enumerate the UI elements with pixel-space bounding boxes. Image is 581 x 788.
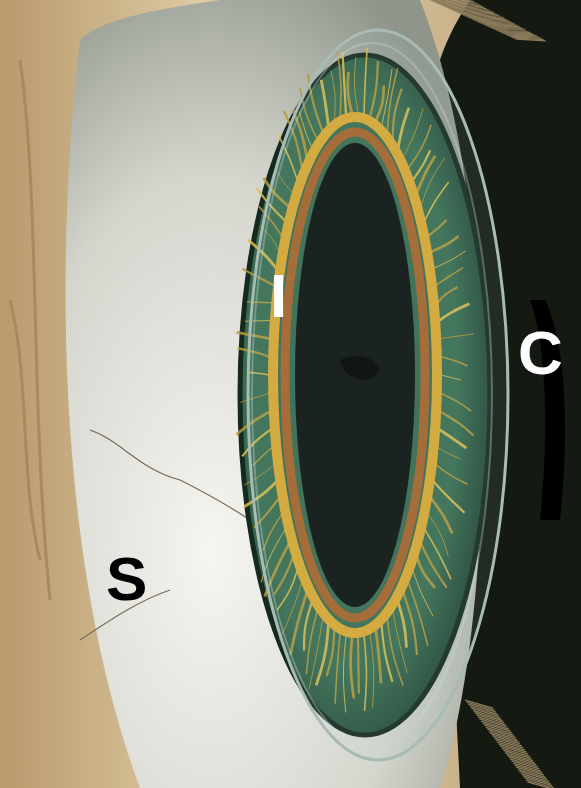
part-label: S (106, 548, 147, 610)
part-label: C (518, 322, 563, 384)
part-label: I (270, 265, 287, 327)
